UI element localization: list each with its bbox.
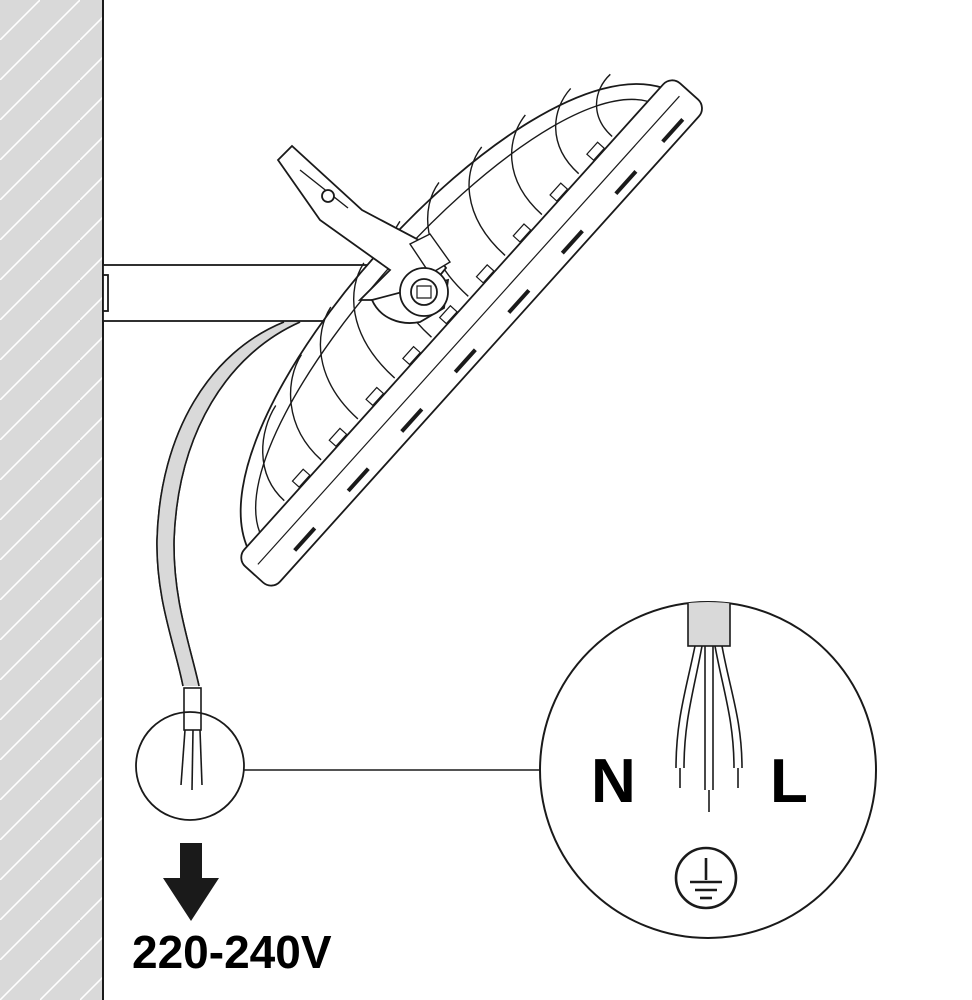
earth-ground-icon [674, 846, 738, 910]
hinge-bracket [276, 144, 452, 324]
detail-circle-small [135, 711, 245, 821]
live-label: L [770, 747, 808, 816]
detail-circle-zoom: N L [539, 601, 877, 939]
arrow-down-icon [163, 843, 219, 921]
voltage-label: 220-240V [132, 926, 332, 978]
floodlight-body [239, 73, 703, 587]
power-cable [156, 321, 301, 791]
wall [0, 0, 104, 1000]
neutral-label: N [591, 747, 636, 816]
